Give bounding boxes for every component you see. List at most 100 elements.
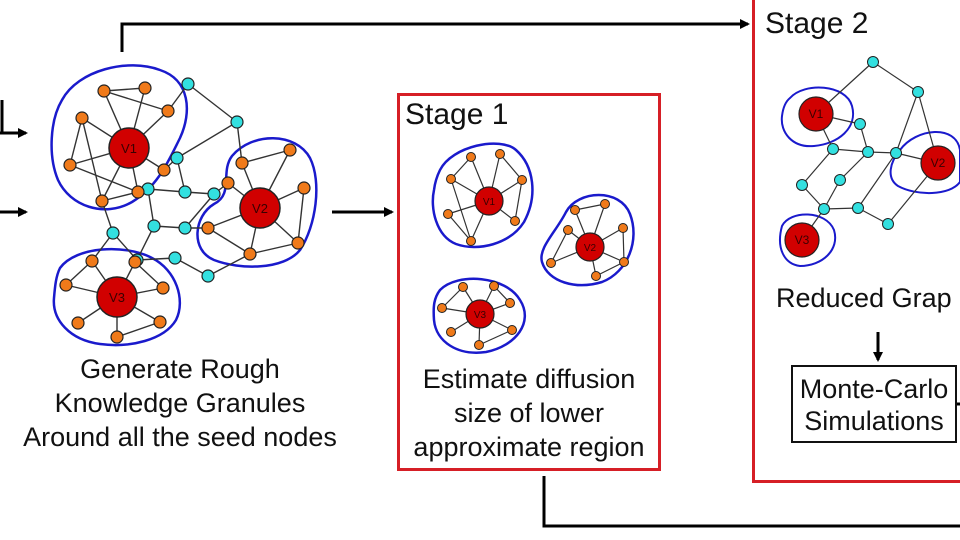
bridge-node (178, 185, 192, 199)
bridge-node (181, 77, 195, 91)
bottom-return-line (542, 476, 960, 528)
seed-node-v2 (239, 187, 281, 229)
reduced-seed-node-v1 (798, 96, 834, 132)
reduced-seed-node-v2 (920, 145, 956, 181)
reduced-bridge-node (862, 146, 874, 158)
reduced-granule-outline-v3 (779, 213, 837, 268)
reduced-seed-label-v2: V2 (931, 156, 946, 170)
bridge-node (106, 226, 120, 240)
neighbor-node (161, 104, 175, 118)
seed-label-v2: V2 (252, 201, 268, 216)
stage1-neighbor-node (505, 298, 515, 308)
neighbor-node (95, 194, 109, 208)
stage1-neighbor-node (446, 327, 456, 337)
estimate-caption: Estimate diffusion size of lower approxi… (400, 362, 658, 464)
bridge-node (178, 221, 192, 235)
seed-label-v1: V1 (121, 141, 137, 156)
granule-outline-v3 (52, 247, 182, 347)
stage1-neighbor-node (591, 271, 601, 281)
stage1-box: Stage 1 (397, 93, 661, 471)
stage1-neighbor-node (517, 175, 527, 185)
reduced-granule-outline-v2 (889, 131, 960, 195)
stage1-neighbor-node (458, 282, 468, 292)
reduced-granule-outline-v1 (780, 86, 855, 148)
stage1-neighbor-node (563, 225, 573, 235)
neighbor-node (128, 255, 142, 269)
reduced-bridge-node (818, 203, 830, 215)
stage1-neighbor-node (600, 199, 610, 209)
reduced-bridge-node (854, 118, 866, 130)
neighbor-node (156, 281, 170, 295)
granule-outline-v2 (196, 137, 318, 268)
reduced-bridge-node (827, 143, 839, 155)
stage1-seed-label-v2: V2 (584, 243, 597, 254)
simulation-box: Monte-Carlo Simulations (791, 365, 957, 443)
seed-node-v3 (96, 276, 138, 318)
neighbor-node (243, 247, 257, 261)
stage1-granule-outline-v2 (540, 193, 635, 287)
top-arrow-to-stage2 (120, 19, 750, 52)
simulation-line-2: Simulations (804, 406, 944, 436)
neighbor-node (221, 176, 235, 190)
generate-caption-line-3: Around all the seed nodes (23, 422, 337, 452)
stage2-title: Stage 2 (765, 7, 869, 40)
stage1-seed-node-v1 (474, 186, 504, 216)
bridge-node (201, 269, 215, 283)
neighbor-node (138, 81, 152, 95)
stage1-neighbor-node (489, 281, 499, 291)
neighbor-node (110, 330, 124, 344)
estimate-caption-line-3: approximate region (413, 432, 645, 462)
bridge-node (168, 251, 182, 265)
neighbor-node (291, 236, 305, 250)
stage1-seed-node-v2 (575, 232, 605, 262)
neighbor-node (153, 315, 167, 329)
reduced-graph-caption: Reduced Grap (776, 283, 952, 313)
neighbor-node (71, 316, 85, 330)
estimate-caption-line-2: size of lower (453, 398, 605, 428)
reduced-seed-label-v3: V3 (795, 233, 810, 247)
seed-label-v3: V3 (109, 290, 125, 305)
main-graph: V1 V2 V3 (50, 64, 318, 347)
neighbor-node (201, 221, 215, 235)
reduced-graph: V1 V2 V3 (779, 56, 960, 268)
stage1-title: Stage 1 (405, 98, 509, 131)
neighbor-node (235, 156, 249, 170)
neighbor-node (283, 143, 297, 157)
reduced-bridge-node (852, 202, 864, 214)
stage1-granule-outline-v1 (431, 142, 534, 249)
reduced-bridge-node (882, 218, 894, 230)
reduced-bridge-node (912, 86, 924, 98)
generate-caption: Generate Rough Knowledge Granules Around… (0, 352, 360, 454)
neighbor-node (59, 278, 73, 292)
bridge-node (147, 219, 161, 233)
generate-caption-line-1: Generate Rough (80, 354, 280, 384)
reduced-bridge-node (867, 56, 879, 68)
reduced-seed-label-v1: V1 (809, 107, 824, 121)
stage1-granules: V1 V2 V3 (431, 142, 635, 354)
bridge-node (230, 115, 244, 129)
stage1-neighbor-node (466, 152, 476, 162)
stage1-neighbor-node (619, 257, 629, 267)
stage2-box: Stage 2 (752, 0, 960, 483)
stage1-neighbor-node (495, 149, 505, 159)
bridge-node (207, 187, 221, 201)
neighbor-node (63, 158, 77, 172)
connector-arrows (0, 19, 960, 528)
neighbor-node (297, 181, 311, 195)
stage1-neighbor-node (443, 209, 453, 219)
stage1-neighbor-node (510, 216, 520, 226)
stage1-neighbor-node (446, 174, 456, 184)
neighbor-node (75, 111, 89, 125)
reduced-bridge-node (834, 174, 846, 186)
reduced-seed-node-v3 (784, 222, 820, 258)
neighbor-node (157, 163, 171, 177)
seed-node-v1 (108, 127, 150, 169)
stage1-seed-label-v1: V1 (483, 197, 496, 208)
main-graph-nodes: V1 V2 V3 (59, 77, 311, 344)
stage1-neighbor-node (474, 340, 484, 350)
stage1-neighbor-node (546, 258, 556, 268)
stage1-seed-node-v3 (465, 299, 495, 329)
neighbor-node (131, 185, 145, 199)
estimate-caption-line-1: Estimate diffusion (422, 364, 636, 394)
